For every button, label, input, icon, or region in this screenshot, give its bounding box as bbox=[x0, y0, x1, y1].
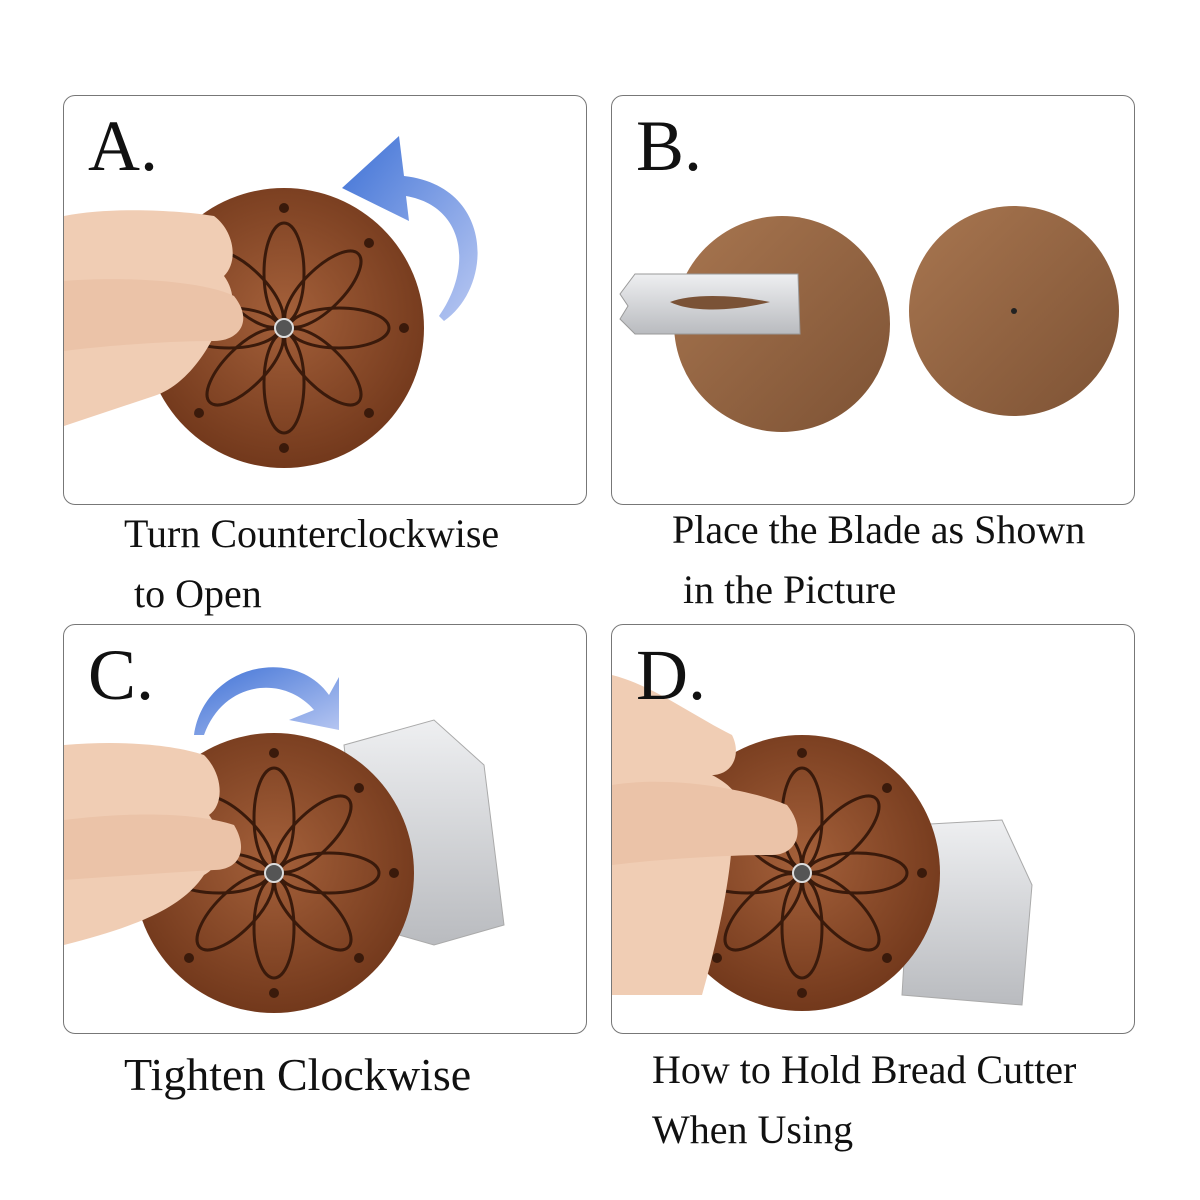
step-b-caption-line1: Place the Blade as Shown bbox=[672, 507, 1086, 552]
step-d-caption-line2: When Using bbox=[652, 1107, 854, 1152]
step-b-letter: B. bbox=[636, 106, 703, 186]
step-d-panel: D. bbox=[611, 624, 1135, 1034]
step-d-illustration bbox=[612, 675, 1033, 1011]
step-d-letter: D. bbox=[636, 635, 706, 715]
step-c-letter: C. bbox=[88, 635, 155, 715]
step-c-caption: Tighten Clockwise bbox=[124, 1049, 472, 1100]
step-b-panel: B. bbox=[611, 95, 1135, 505]
step-d-caption-line1: How to Hold Bread Cutter bbox=[652, 1047, 1077, 1092]
step-a-panel: A. bbox=[63, 95, 587, 505]
step-a-illustration bbox=[64, 136, 478, 468]
step-a-caption-line1: Turn Counterclockwise bbox=[124, 511, 500, 556]
step-b-caption-line2: in the Picture bbox=[683, 567, 897, 612]
clockwise-arrow-icon bbox=[194, 667, 339, 735]
step-a-caption-line2: to Open bbox=[134, 571, 262, 616]
step-c-illustration bbox=[64, 667, 505, 1013]
step-c-panel: C. bbox=[63, 624, 587, 1034]
counterclockwise-arrow-icon bbox=[342, 136, 478, 321]
step-b-illustration bbox=[619, 206, 1119, 432]
step-a-letter: A. bbox=[88, 106, 158, 186]
razor-blade bbox=[619, 273, 801, 335]
